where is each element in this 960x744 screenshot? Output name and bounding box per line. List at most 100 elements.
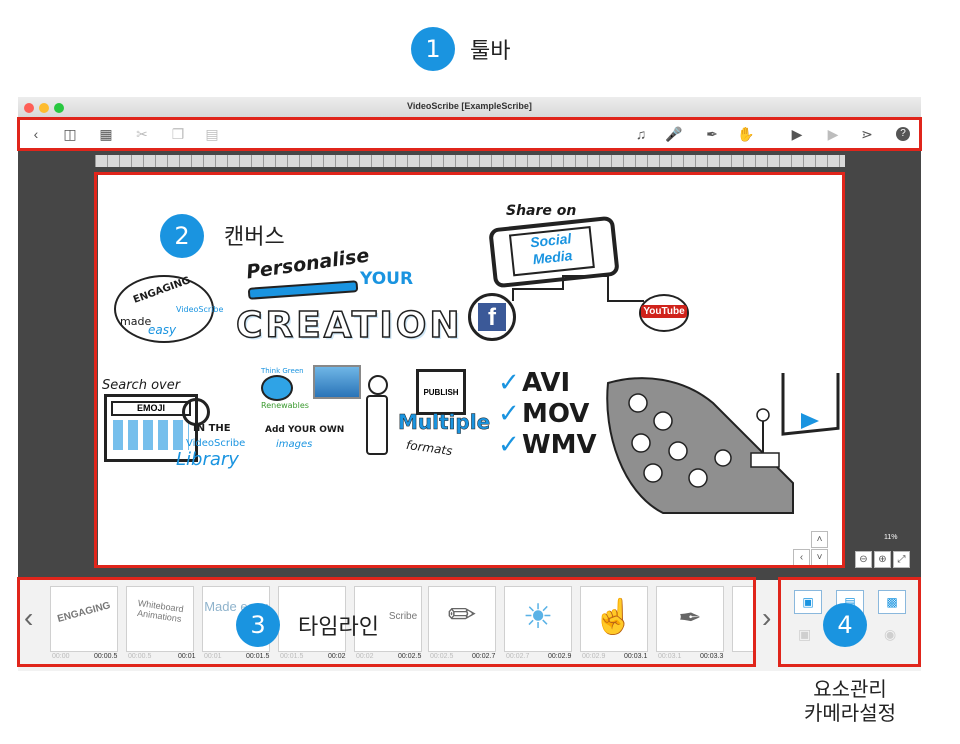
thumb-prev-time: 00:02.9 [582,653,606,660]
videoscribe-small-text: VideoScribe [176,305,224,314]
timeline-highlight [17,577,756,667]
scroll-up-icon[interactable]: ˄ [811,531,828,548]
think-green-text: Think Green [261,367,304,375]
thumb-prev-time: 00:02 [356,653,374,660]
hand-icon[interactable]: ✋ [737,126,755,142]
made-text: made [120,315,152,328]
avi-text: AVI [522,368,571,398]
thumbs-up-icon: ☝ [592,598,636,636]
timeline-thumb[interactable]: ✏ [428,586,496,652]
paste-icon[interactable]: ▤ [205,126,219,142]
timeline-prev-icon[interactable]: ‹ [24,602,34,633]
brush-icon[interactable]: ✒ [706,126,718,142]
minimize-window-icon[interactable] [39,103,49,113]
callout-3: 3 [236,603,280,647]
canvas[interactable]: Share on Social Media f YouTube Personal… [98,175,843,567]
thumb-prev-time: 00:00.5 [128,653,152,660]
timeline-thumb[interactable]: ✒ [656,586,724,652]
thumb-time: 00:02 [328,653,346,660]
videoscribe-text: VideoScribe [186,438,246,449]
music-icon[interactable]: ♫ [635,126,647,142]
add-your-own-text: Add YOUR OWN [265,425,345,435]
fit-screen-icon[interactable]: ⤢ [893,551,910,568]
thumb-prev-time: 00:02.5 [430,653,454,660]
check-icon: ✓ [498,368,520,398]
copy-icon[interactable]: ❐ [171,126,185,142]
timeline-thumb[interactable]: ENGAGING [50,586,118,652]
pencil-icon: ✏ [447,596,477,634]
timeline: ‹ › ENGAGING Whiteboard Animations Made … [18,580,921,671]
timeline-thumb[interactable]: ☀ [504,586,572,652]
thumb-time: 00:02.9 [548,653,572,660]
help-icon[interactable]: ? [893,124,913,144]
library-text: Library [176,449,239,470]
check-icon: ✓ [498,399,520,429]
canvas-highlight [94,172,845,568]
timeline-thumb[interactable] [278,586,346,652]
thumb-prev-time: 00:02.7 [506,653,530,660]
callout-1: 1 [411,27,455,71]
timeline-thumb[interactable]: ☝ [580,586,648,652]
close-window-icon[interactable] [24,103,34,113]
camera-icon[interactable]: ▣ [798,626,812,642]
facebook-logo: f [468,293,516,341]
callout-2-label: 캔버스 [224,225,285,250]
thumb-time: 00:01.5 [246,653,270,660]
toolbar: ‹ ◫ ▦ ✂ ❐ ▤ ♫ 🎤 ✒ ✋ ▶ ▶ ⋗ ? [18,120,921,148]
thumb-time: 00:01 [178,653,196,660]
character-head-doodle [368,375,388,395]
lightbulb-doodle [261,375,293,401]
character-body-doodle [366,395,388,455]
callout-1-label: 툴바 [470,39,511,64]
multiple-text: Multiple [398,410,491,435]
app-window: VideoScribe [ExampleScribe] ‹ ◫ ▦ ✂ ❐ ▤ … [18,97,921,671]
add-chart-button[interactable]: ▩ [878,590,906,614]
play-from-icon[interactable]: ▶ [791,126,803,142]
pen-icon: ✒ [678,602,702,633]
your-text: YOUR [360,269,414,289]
lightbulb-icon: ☀ [522,598,554,636]
hide-icon[interactable]: ◉ [884,626,897,642]
element-management-text: 요소관리 [813,677,887,701]
callout-4: 4 [823,603,867,647]
creation-text: CREATION [235,304,463,347]
zoom-out-icon[interactable]: ⊖ [855,551,872,568]
thumb-prev-time: 00:03.1 [658,653,682,660]
thumb-time: 00:02.5 [398,653,422,660]
play-icon[interactable]: ▶ [827,126,839,142]
thumb-time: 00:02.7 [472,653,496,660]
renewables-text: Renewables [261,401,309,410]
toolbar-highlight [17,117,922,151]
timeline-thumb[interactable]: Whiteboard Animations [126,586,194,652]
thumb-prev-time: 00:01.5 [280,653,304,660]
timeline-next-icon[interactable]: › [762,602,772,633]
window-title: VideoScribe [ExampleScribe] [407,101,532,111]
thumb-time: 00:03.3 [700,653,724,660]
thumb-prev-time: 00:00 [52,653,70,660]
search-over-text: Search over [102,378,181,393]
maximize-window-icon[interactable] [54,103,64,113]
in-the-text: IN THE [193,423,231,434]
save-as-icon[interactable]: ▦ [99,126,113,142]
back-icon[interactable]: ‹ [33,126,39,142]
share-icon[interactable]: ⋗ [861,126,873,142]
youtube-logo: YouTube [639,294,689,332]
cut-icon[interactable]: ✂ [136,126,148,142]
wmv-text: WMV [522,430,597,460]
check-icon: ✓ [498,430,520,460]
microphone-icon[interactable]: 🎤 [665,126,683,142]
element-camera-note: 요소관리 카메라설정 [800,677,900,725]
save-icon[interactable]: ◫ [63,126,77,142]
engaging-doodle [114,275,214,343]
audience-presentation-doodle [606,373,840,514]
timeline-thumb[interactable]: Scribe [354,586,422,652]
magnifier-doodle [182,398,210,426]
callout-2: 2 [160,214,204,258]
ruler [95,155,845,167]
share-on-text: Share on [506,203,577,219]
zoom-in-icon[interactable]: ⊕ [874,551,891,568]
callout-3-label: 타임라인 [298,615,379,640]
thumb-prev-time: 00:01 [204,653,222,660]
thumb-time: 00:03.1 [624,653,648,660]
add-image-button[interactable]: ▣ [794,590,822,614]
